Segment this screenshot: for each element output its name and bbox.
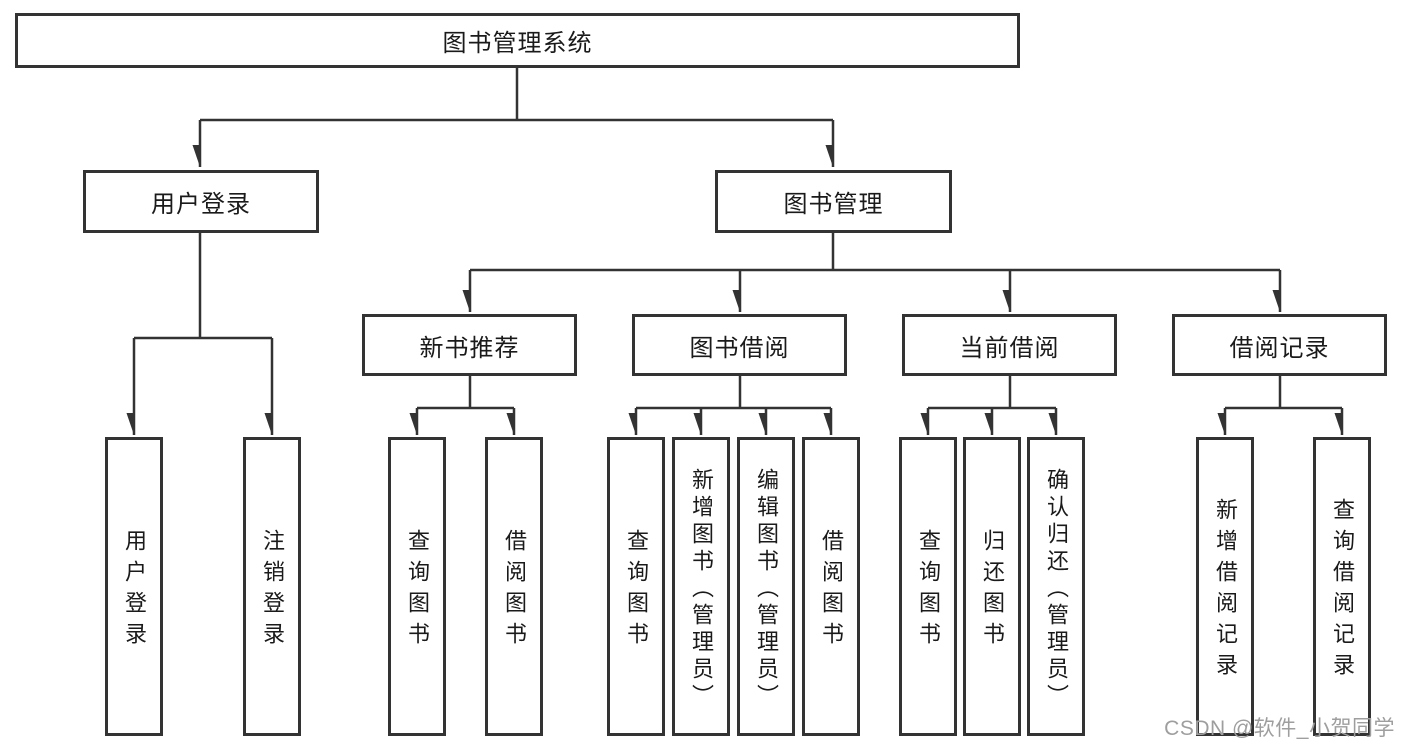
node-current-borrow: 当前借阅: [902, 314, 1117, 376]
node-new-book-recommend: 新书推荐: [362, 314, 577, 376]
leaf-cb-confirm-return-admin: 确认归还（管理员）: [1027, 437, 1085, 736]
leaf-cb-return-books: 归还图书: [963, 437, 1021, 736]
leaf-bb-query-books: 查询图书: [607, 437, 665, 736]
leaf-bb-add-books-admin: 新增图书（管理员）: [672, 437, 730, 736]
leaf-cb-confirm-return-admin-label: 确认归还（管理员）: [1044, 467, 1069, 711]
node-borrow-records: 借阅记录: [1172, 314, 1387, 376]
leaf-bb-borrow-books: 借阅图书: [802, 437, 860, 736]
leaf-cb-query-books: 查询图书: [899, 437, 957, 736]
node-book-borrow: 图书借阅: [632, 314, 847, 376]
connector-login-split: [134, 233, 272, 340]
leaf-br-query-record-label: 查询借阅记录: [1330, 498, 1355, 684]
leaf-nb-borrow-books: 借阅图书: [485, 437, 543, 736]
node-book-management: 图书管理: [715, 170, 952, 233]
leaf-user-login-label: 用户登录: [122, 529, 147, 653]
connector-newbook-split: [417, 376, 514, 410]
leaf-bb-edit-books-admin-label: 编辑图书（管理员）: [754, 467, 779, 711]
connector-current-split: [928, 376, 1056, 410]
leaf-br-query-record: 查询借阅记录: [1313, 437, 1371, 736]
node-root-system: 图书管理系统: [15, 13, 1020, 68]
leaf-br-add-record-label: 新增借阅记录: [1213, 498, 1238, 684]
leaf-cb-return-books-label: 归还图书: [980, 529, 1005, 653]
leaf-br-add-record: 新增借阅记录: [1196, 437, 1254, 736]
leaf-nb-query-books: 查询图书: [388, 437, 446, 736]
leaf-nb-query-books-label: 查询图书: [405, 529, 430, 653]
node-user-login: 用户登录: [83, 170, 319, 233]
csdn-watermark: CSDN @软件_小贺同学: [1164, 717, 1395, 740]
leaf-bb-query-books-label: 查询图书: [624, 529, 649, 653]
leaf-user-login: 用户登录: [105, 437, 163, 736]
leaf-bb-add-books-admin-label: 新增图书（管理员）: [689, 467, 714, 711]
leaf-nb-borrow-books-label: 借阅图书: [502, 529, 527, 653]
leaf-cb-query-books-label: 查询图书: [916, 529, 941, 653]
connector-root-split: [200, 68, 833, 122]
leaf-bb-edit-books-admin: 编辑图书（管理员）: [737, 437, 795, 736]
leaf-logout-label: 注销登录: [260, 529, 285, 653]
connector-borrow-split: [636, 376, 831, 410]
leaf-bb-borrow-books-label: 借阅图书: [819, 529, 844, 653]
connector-records-split: [1225, 376, 1342, 410]
leaf-logout: 注销登录: [243, 437, 301, 736]
connector-mgmt-split: [470, 233, 1280, 272]
